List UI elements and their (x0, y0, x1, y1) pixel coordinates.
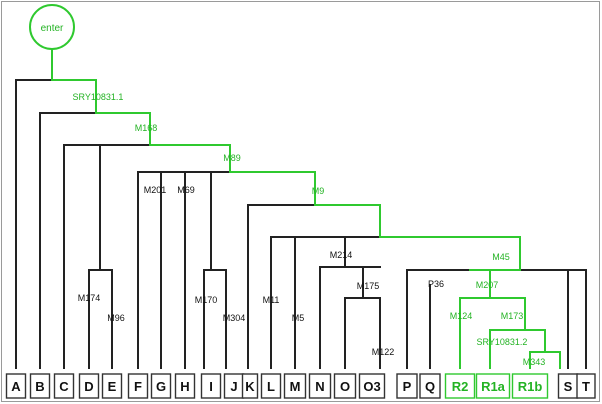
leaf-box (308, 373, 332, 399)
leaf-o: O (333, 373, 357, 399)
leaf-box (5, 373, 27, 399)
leaf-label: C (59, 379, 69, 394)
leaf-l: L (260, 373, 282, 399)
leaf-label: F (134, 379, 142, 394)
marker-label-m175: M175 (357, 281, 380, 291)
leaf-box (358, 373, 386, 399)
leaf-label: D (84, 379, 93, 394)
root-node-label: enter (41, 23, 64, 34)
marker-label-sry10831-1: SRY10831.1 (73, 92, 124, 102)
marker-label-m45: M45 (492, 252, 510, 262)
marker-label-m9: M9 (312, 186, 325, 196)
leaf-box (283, 373, 307, 399)
leaf-j: J (223, 373, 245, 399)
leaf-box (200, 373, 222, 399)
leaf-n: N (308, 373, 332, 399)
marker-label-m214: M214 (330, 250, 353, 260)
leaf-box (127, 373, 149, 399)
leaf-q: Q (419, 373, 441, 399)
leaf-label: T (582, 379, 590, 394)
leaf-label: Q (425, 379, 435, 394)
leaf-box (29, 373, 51, 399)
marker-label-m168: M168 (135, 123, 158, 133)
marker-label-p36: P36 (428, 279, 444, 289)
leaf-label: O (340, 379, 350, 394)
leaf-label: B (35, 379, 44, 394)
leaf-r1b: R1b (511, 373, 549, 399)
leaf-r1a: R1a (475, 373, 511, 399)
marker-label-m122: M122 (372, 347, 395, 357)
leaf-box (53, 373, 75, 399)
leaf-s: S (557, 373, 579, 399)
marker-label-m174: M174 (78, 293, 101, 303)
leaf-t: T (576, 373, 596, 399)
leaf-label: R2 (452, 379, 469, 394)
leaf-box (576, 373, 596, 399)
marker-label-m343: M343 (523, 357, 546, 367)
leaf-k: K (241, 373, 259, 399)
leaf-label: S (564, 379, 573, 394)
marker-label-m124: M124 (450, 311, 473, 321)
leaf-i: I (200, 373, 222, 399)
marker-label-m89: M89 (223, 153, 241, 163)
leaf-o3: O3 (358, 373, 386, 399)
leaf-label: K (245, 379, 255, 394)
leaf-g: G (150, 373, 172, 399)
leaf-box (78, 373, 100, 399)
leaf-label: E (108, 379, 117, 394)
leaf-box (150, 373, 172, 399)
leaf-label: G (156, 379, 166, 394)
marker-label-m96: M96 (107, 313, 125, 323)
leaf-label: M (290, 379, 301, 394)
leaf-label: A (11, 379, 21, 394)
leaf-d: D (78, 373, 100, 399)
leaf-r2: R2 (444, 373, 476, 399)
leaf-box (396, 373, 418, 399)
leaf-f: F (127, 373, 149, 399)
leaf-label: O3 (363, 379, 380, 394)
leaf-box (260, 373, 282, 399)
marker-label-m170: M170 (195, 295, 218, 305)
leaf-label: R1a (481, 379, 506, 394)
leaf-box (511, 373, 549, 399)
leaf-b: B (29, 373, 51, 399)
leaf-label: L (267, 379, 275, 394)
leaf-label: H (180, 379, 189, 394)
leaf-e: E (101, 373, 123, 399)
marker-label-m173: M173 (501, 311, 524, 321)
marker-label-m207: M207 (476, 280, 499, 290)
marker-label-sry10831-2: SRY10831.2 (477, 337, 528, 347)
marker-label-m69: M69 (177, 185, 195, 195)
leaf-label: P (403, 379, 412, 394)
leaf-label: R1b (518, 379, 543, 394)
leaf-box (241, 373, 259, 399)
leaf-a: A (5, 373, 27, 399)
marker-label-m201: M201 (144, 185, 167, 195)
leaf-box (174, 373, 196, 399)
leaf-label: N (315, 379, 324, 394)
marker-label-m304: M304 (223, 313, 246, 323)
leaf-box (475, 373, 511, 399)
leaf-p: P (396, 373, 418, 399)
leaf-label: J (230, 379, 237, 394)
leaf-box (333, 373, 357, 399)
leaf-m: M (283, 373, 307, 399)
leaf-label: I (209, 379, 213, 394)
leaf-h: H (174, 373, 196, 399)
leaf-box (101, 373, 123, 399)
root-node-circle (29, 4, 75, 50)
marker-label-m5: M5 (292, 313, 305, 323)
leaf-box (444, 373, 476, 399)
leaf-c: C (53, 373, 75, 399)
leaf-box (419, 373, 441, 399)
marker-label-m11: M11 (263, 295, 280, 305)
